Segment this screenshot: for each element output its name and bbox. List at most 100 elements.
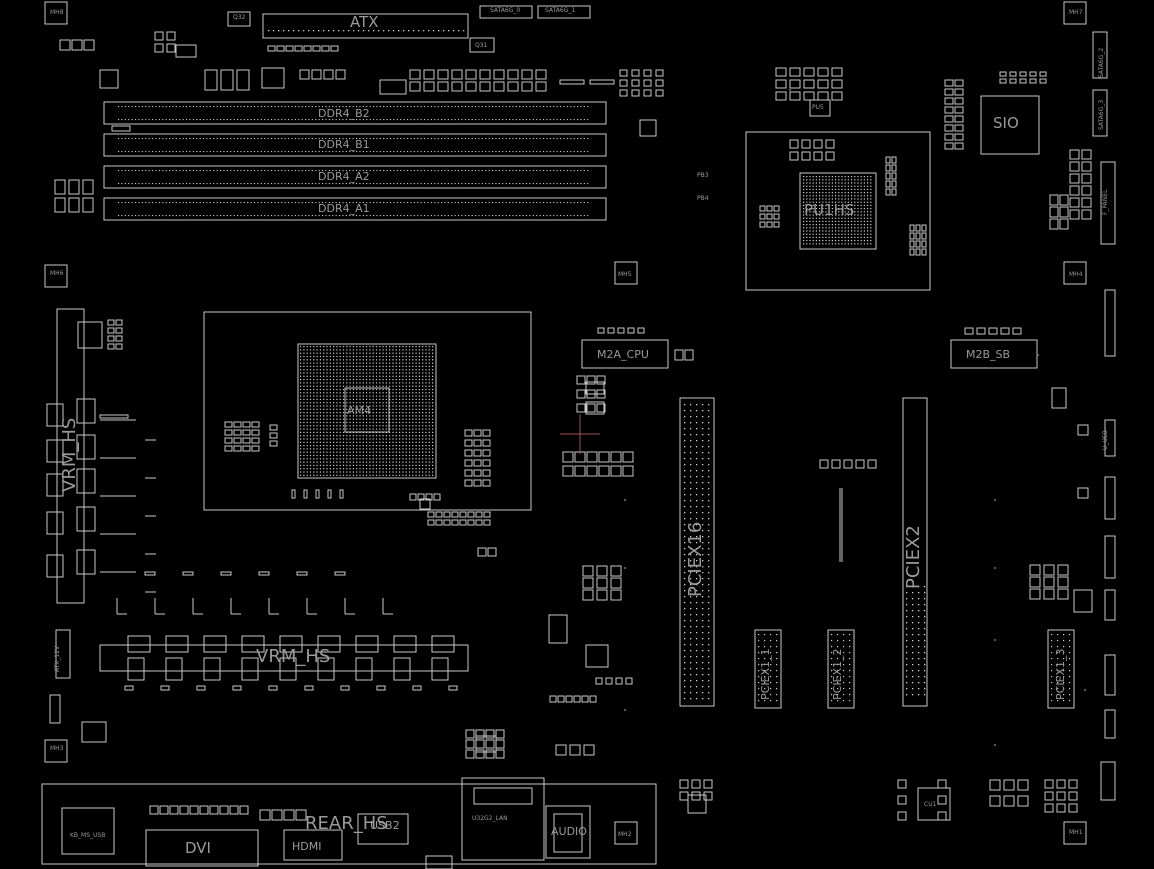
atx-pads (294, 45, 303, 52)
dimm-pins-top (118, 106, 589, 108)
test-point (994, 567, 996, 569)
smd-part (166, 43, 176, 53)
smd-part (258, 571, 270, 576)
rear-io-outline (41, 783, 657, 865)
atx-12v-label: ATX_12V (54, 645, 61, 672)
choke (355, 635, 379, 653)
smd-part (437, 69, 449, 80)
hdmi-port (283, 829, 343, 861)
smd-part (232, 685, 242, 691)
smd-part (448, 685, 458, 691)
smd-part (954, 115, 964, 123)
smd-part (495, 729, 505, 739)
atx-pins (268, 30, 465, 32)
smd-part (999, 71, 1007, 77)
smd-part (766, 213, 773, 220)
smd-part (1039, 71, 1047, 77)
ddr4-b1-label: DDR4_B1 (318, 138, 370, 151)
smd-part (562, 451, 574, 463)
header (1104, 589, 1116, 621)
pciex1-3-pins (1051, 634, 1071, 702)
choke (127, 657, 145, 681)
smd-part (589, 695, 597, 703)
m2a-cpu-slot (581, 339, 669, 369)
smd-part (766, 221, 773, 228)
smd-part (964, 327, 974, 335)
cu1-part (917, 787, 951, 821)
smd-part (495, 739, 505, 749)
smd-part (891, 156, 897, 164)
smd-part (631, 69, 640, 77)
smd-part (83, 39, 95, 51)
smd-part (233, 421, 242, 428)
smd-part (482, 469, 491, 477)
smd-part (535, 69, 547, 80)
smd-part (597, 327, 605, 334)
smd-part (68, 179, 80, 195)
smd-part (182, 571, 194, 576)
pciex16-pins (684, 404, 710, 700)
pciex1-3-slot (1047, 629, 1075, 709)
smd-part (789, 91, 801, 101)
smd-part (464, 429, 473, 437)
f-panel-header (1100, 161, 1116, 245)
smd-part (459, 519, 467, 526)
smd-part (619, 69, 628, 77)
smd-part (459, 511, 467, 518)
ic (639, 119, 657, 137)
choke (393, 635, 417, 653)
smd-part (813, 151, 823, 161)
dimm-pins-bottom (118, 151, 589, 153)
test-point (994, 744, 996, 746)
pciex16-label: PCIEX16 (685, 521, 706, 597)
smd-part (433, 493, 441, 501)
choke (76, 434, 96, 460)
choke (431, 657, 449, 681)
smd-part (576, 403, 586, 413)
inductor (261, 67, 285, 89)
smd-part (521, 69, 533, 80)
smd-part (703, 791, 713, 801)
smd-part (1043, 588, 1055, 600)
smd-part (999, 78, 1007, 84)
test-point (994, 639, 996, 641)
smd-part (891, 180, 897, 188)
smd-part (703, 779, 713, 789)
smd-part (465, 81, 477, 92)
pciex16-slot (679, 397, 715, 707)
smd-part (1081, 209, 1092, 220)
smd-part (583, 744, 595, 756)
smd-part (443, 511, 451, 518)
smd-part (485, 729, 495, 739)
smd-part (179, 805, 189, 815)
u-usb-label: U_USB (1102, 430, 1109, 450)
smd-part (99, 414, 129, 419)
smd-part (465, 69, 477, 80)
smd-part (425, 493, 433, 501)
smd-part (988, 327, 998, 335)
smd-part (124, 685, 134, 691)
m2b-sb-slot (950, 339, 1038, 369)
smd-part (464, 449, 473, 457)
smd-part (954, 124, 964, 132)
smd-part (582, 589, 594, 601)
smd-part (944, 124, 954, 132)
atx-12v-connector (55, 629, 71, 679)
smd-part (803, 91, 815, 101)
smd-part (937, 779, 947, 789)
test-point (624, 499, 626, 501)
smd-part (482, 449, 491, 457)
choke (317, 657, 335, 681)
smd-part (679, 791, 689, 801)
smd-part (482, 439, 491, 447)
smd-part (817, 91, 829, 101)
smd-part (909, 232, 915, 240)
u32g2-lan-port (461, 777, 545, 861)
smd-part (299, 69, 310, 80)
smd-part (507, 69, 519, 80)
q31-part (469, 37, 495, 53)
smd-part (268, 685, 278, 691)
smd-part (1056, 791, 1066, 801)
smd-part (311, 69, 322, 80)
smd-part (149, 805, 159, 815)
